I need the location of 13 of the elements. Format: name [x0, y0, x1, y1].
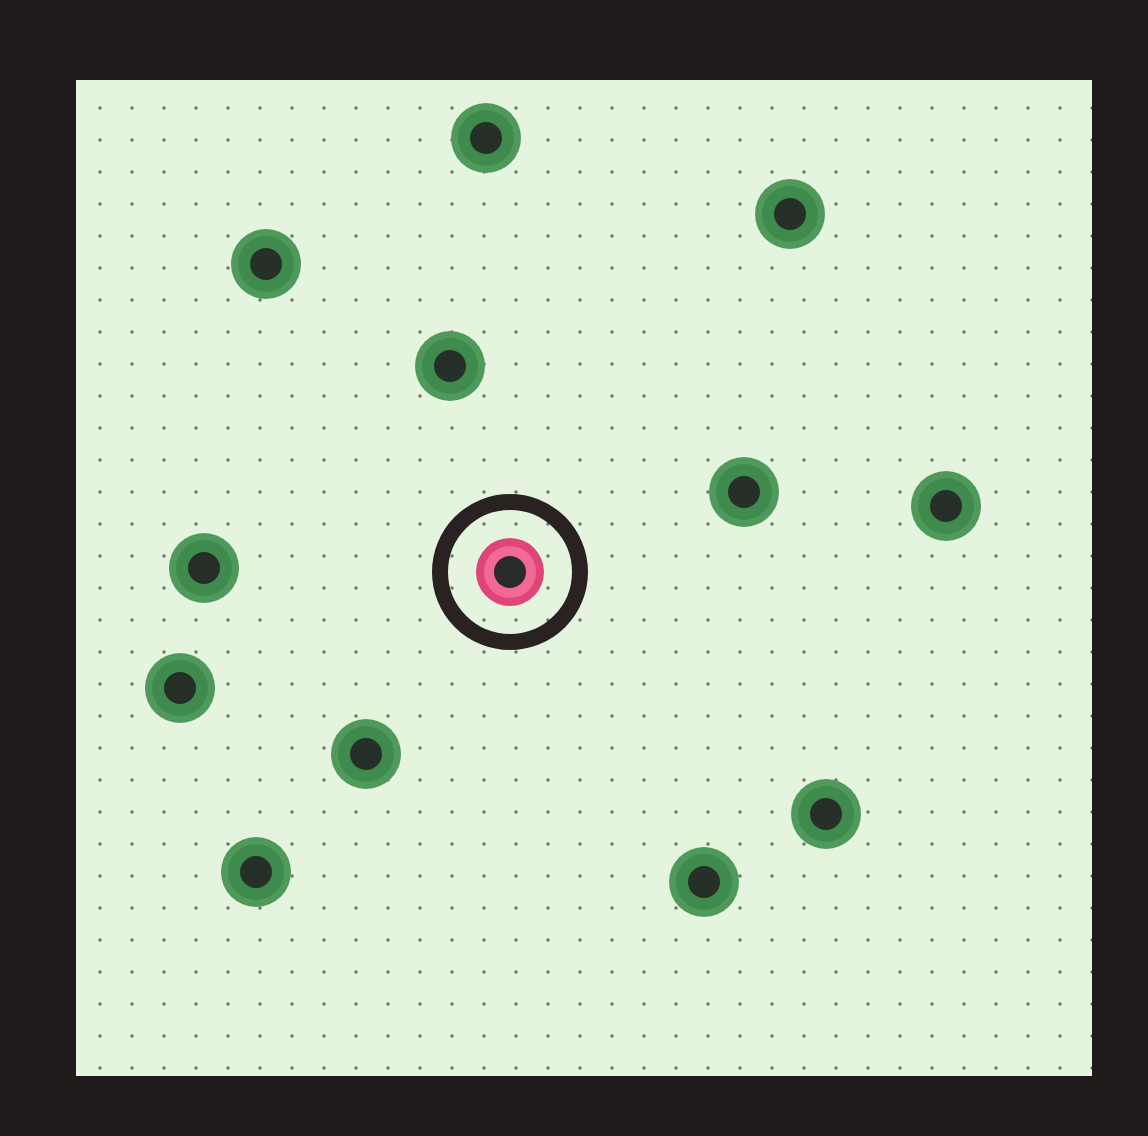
ring-marker [790, 778, 862, 850]
ring-marker [330, 718, 402, 790]
ring-marker [668, 846, 740, 918]
ring-marker [910, 470, 982, 542]
ring-marker [230, 228, 302, 300]
ring-marker [220, 836, 292, 908]
ring-marker [450, 102, 522, 174]
ring-marker [754, 178, 826, 250]
ring-marker [708, 456, 780, 528]
ring-marker [144, 652, 216, 724]
target-marker [430, 492, 590, 652]
ring-marker [414, 330, 486, 402]
ring-marker [168, 532, 240, 604]
